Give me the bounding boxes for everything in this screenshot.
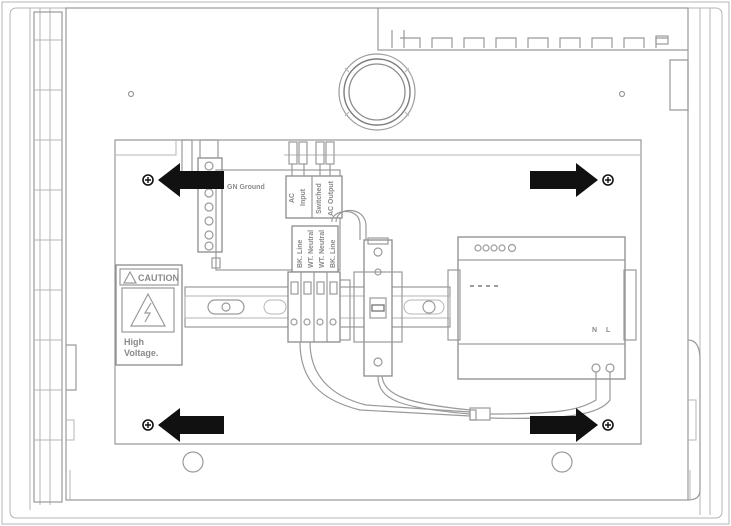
high-text: High xyxy=(124,337,144,347)
ac-input-label-2: Input xyxy=(300,188,307,206)
term-label-2: WT. Neutral xyxy=(308,230,315,268)
power-supply: N L xyxy=(447,236,637,380)
voltage-text: Voltage. xyxy=(124,348,158,358)
arrow-right-icon xyxy=(530,163,598,197)
ac-label-panel: AC Input Switched AC Output xyxy=(285,175,343,219)
term-label-3: WT. Neutral xyxy=(319,230,326,268)
term-label-4: BK. Line xyxy=(330,240,337,268)
rail-terminal-blocks xyxy=(287,271,351,343)
psu-n-label: N xyxy=(592,327,597,334)
psu-l-label: L xyxy=(606,327,611,334)
caution-text: CAUTION xyxy=(138,273,179,283)
arrow-right-icon xyxy=(530,408,598,442)
warning-triangle-icon xyxy=(122,270,138,284)
terminal-labels: BK. Line WT. Neutral WT. Neutral BK. Lin… xyxy=(291,225,339,273)
backplate xyxy=(114,139,642,445)
screw-icon xyxy=(602,174,614,186)
mounting-holes xyxy=(127,90,626,473)
top-comb-bracket xyxy=(377,8,688,51)
screw-icon xyxy=(142,174,154,186)
arrows xyxy=(158,163,598,442)
caution-label: CAUTION High Voltage. xyxy=(115,264,183,366)
term-label-1: BK. Line xyxy=(297,240,304,268)
gn-ground-label: GN Ground xyxy=(227,184,265,191)
screws xyxy=(142,174,614,431)
high-voltage-icon xyxy=(130,292,166,327)
switched-label-1: Switched xyxy=(316,183,323,214)
ac-input-label-1: AC xyxy=(289,193,296,203)
circuit-breaker xyxy=(353,237,403,377)
top-ferrules xyxy=(288,141,335,176)
arrow-left-icon xyxy=(158,163,224,197)
screw-icon xyxy=(602,419,614,431)
cable-gland xyxy=(338,53,416,131)
arrow-left-icon xyxy=(158,408,224,442)
screw-icon xyxy=(142,419,154,431)
switched-label-2: AC Output xyxy=(328,180,335,216)
enclosure-body xyxy=(9,7,723,519)
